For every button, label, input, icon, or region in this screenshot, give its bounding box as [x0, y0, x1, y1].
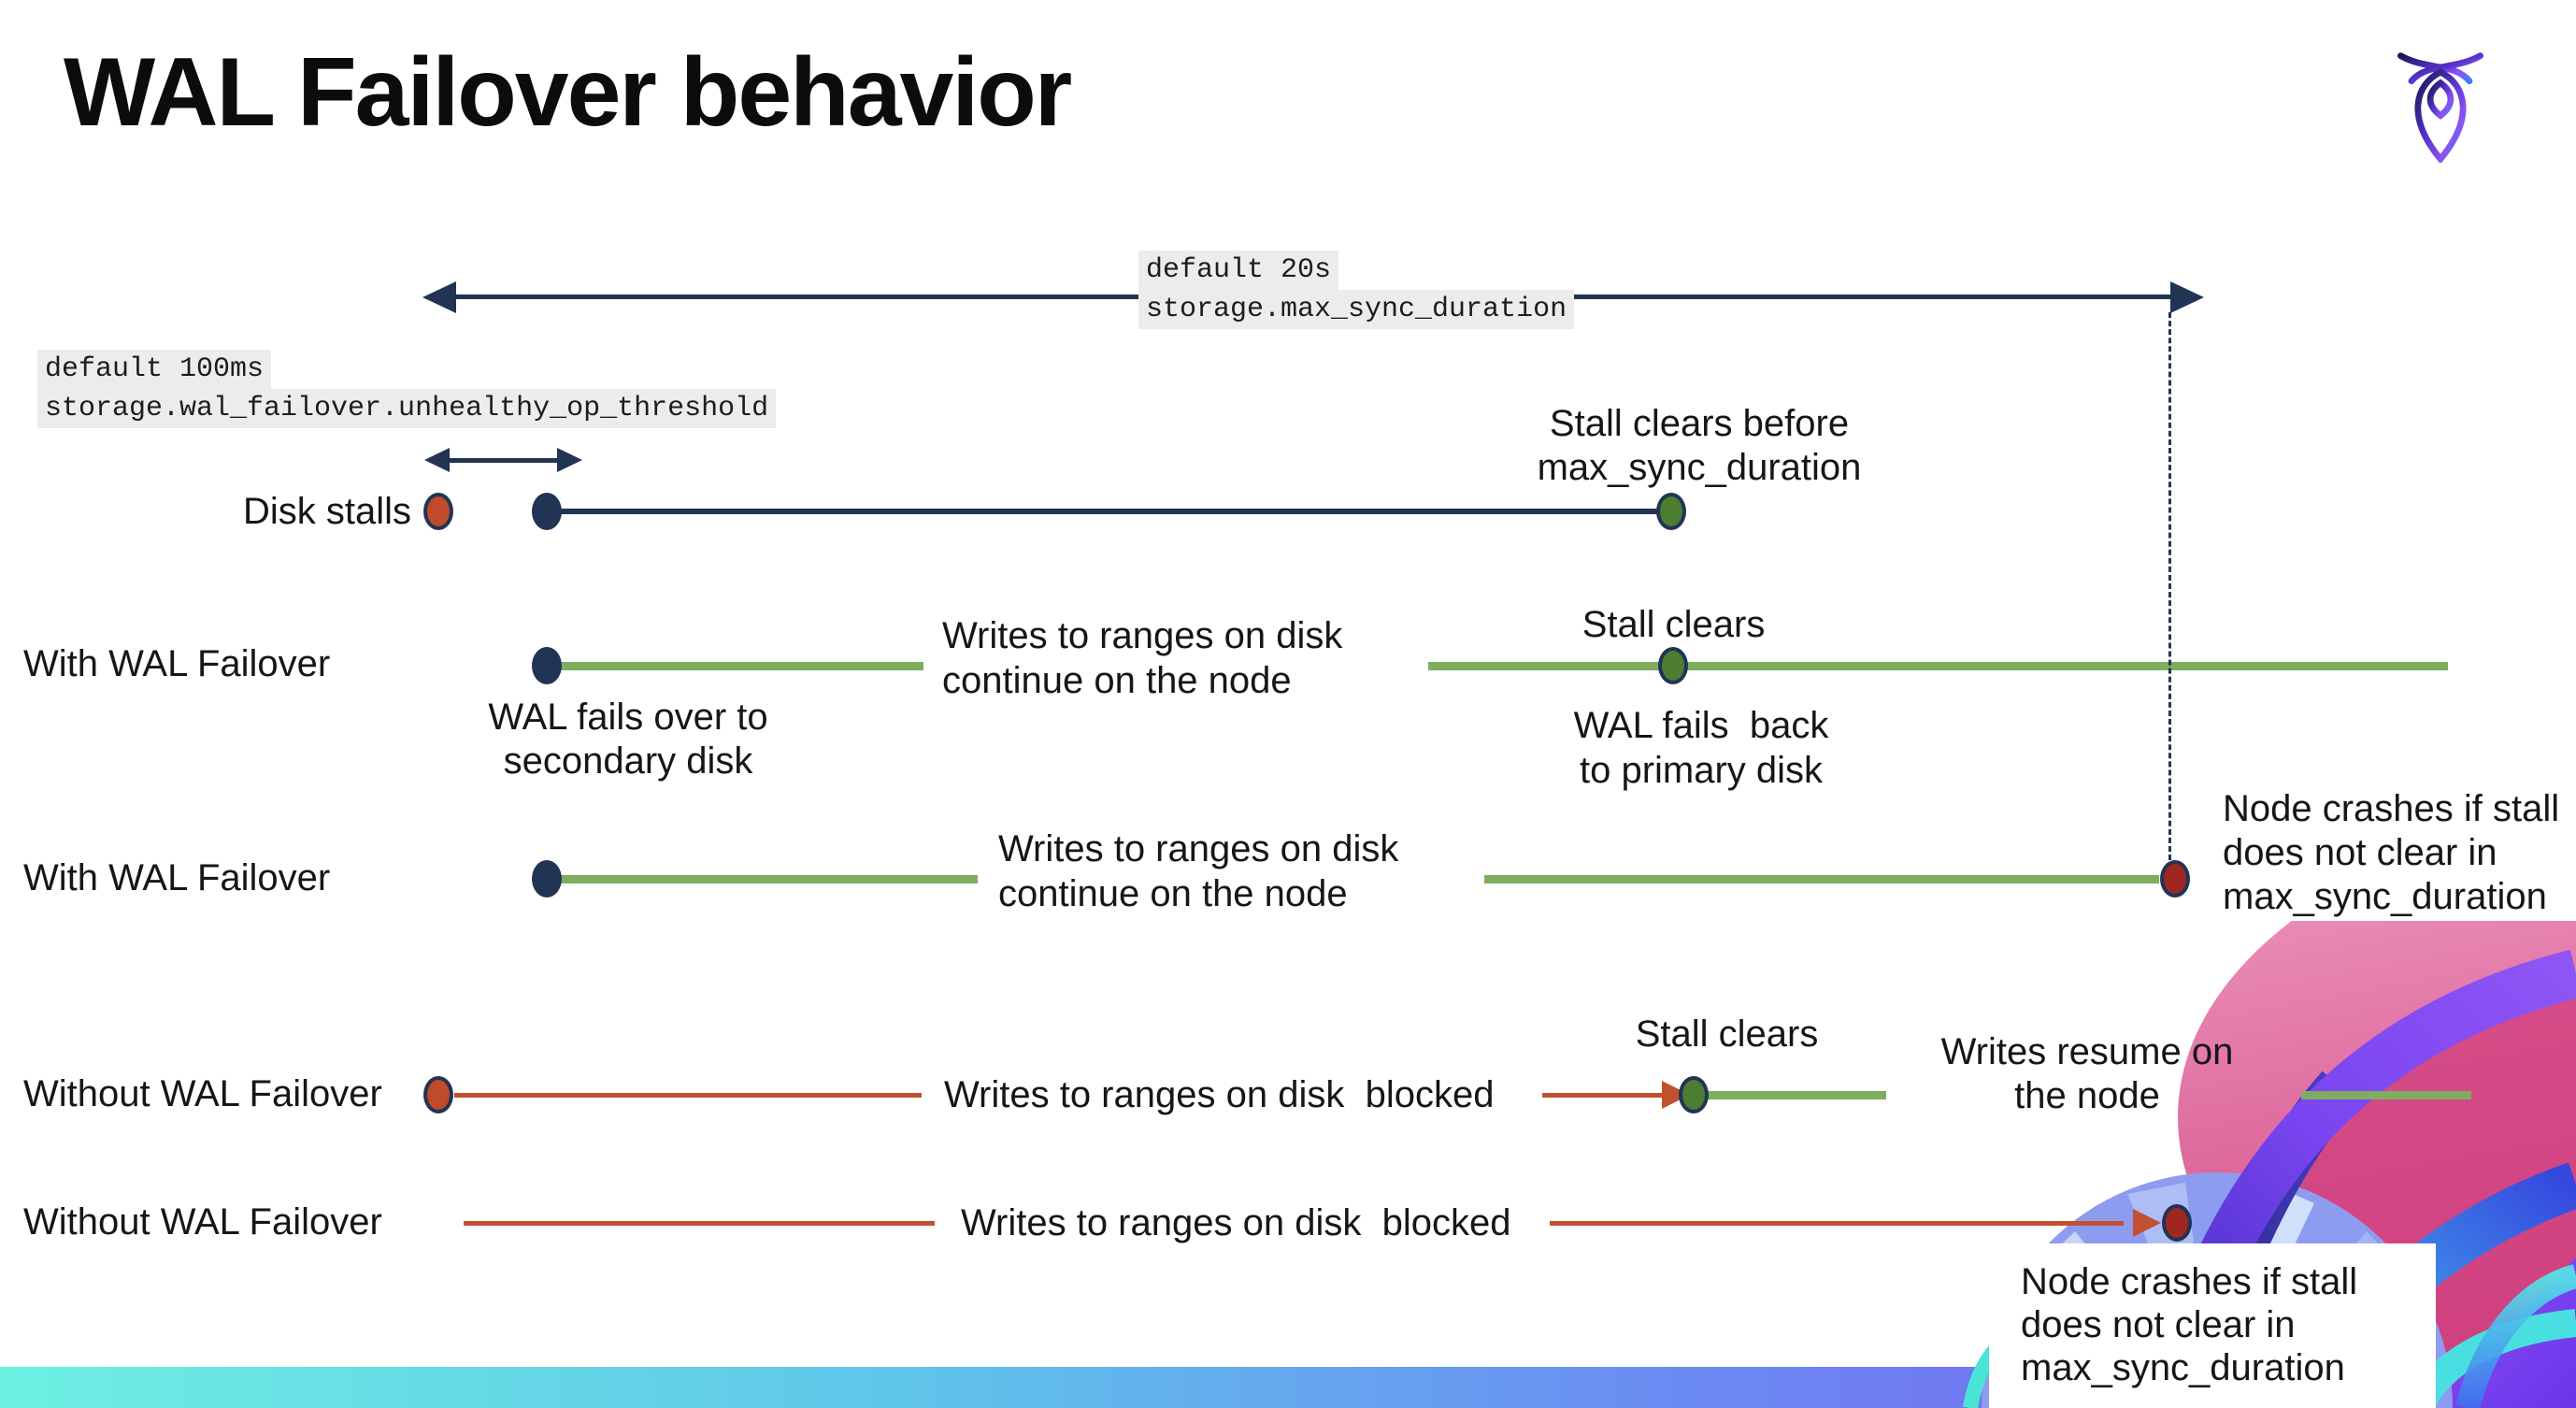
threshold-reached-dot — [532, 493, 562, 530]
row-label-disk-stalls: Disk stalls — [242, 491, 411, 532]
node-crash-dot-1 — [2160, 860, 2190, 898]
writes-continue-2-line2: continue on the node — [998, 873, 1348, 914]
writes-continue-line-2b — [1484, 875, 2159, 884]
max-sync-setting-label: storage.max_sync_duration — [1138, 290, 1575, 329]
disk-stall-timeline — [547, 509, 1671, 514]
row-label-without-wal-failover-1: Without WAL Failover — [23, 1073, 382, 1114]
max-sync-default-label: default 20s — [1138, 251, 1339, 290]
node-crashes-2-line3: max_sync_duration — [2021, 1347, 2345, 1388]
failover-dot-1 — [532, 647, 562, 684]
writes-continue-1-line1: Writes to ranges on disk — [942, 615, 1343, 656]
row-label-with-wal-failover-2: With WAL Failover — [23, 857, 331, 898]
slide-title: WAL Failover behavior — [64, 38, 1072, 147]
max-sync-deadline-dashed-line — [2168, 312, 2171, 860]
threshold-arrowhead-left-icon — [424, 448, 450, 472]
writes-blocked-annotation-2: Writes to ranges on disk blocked — [961, 1202, 1511, 1243]
node-crashes-1-line3: max_sync_duration — [2223, 876, 2547, 917]
writes-continue-line-1a — [561, 662, 923, 670]
writes-continue-line-2a — [561, 875, 978, 884]
stall-clears-before-line2: max_sync_duration — [1537, 447, 1862, 488]
writes-blocked-line-2a — [464, 1221, 935, 1226]
writes-blocked-annotation-1: Writes to ranges on disk blocked — [944, 1074, 1495, 1115]
threshold-default-label: default 100ms — [37, 350, 272, 389]
writes-blocked-line-2b — [1550, 1221, 2124, 1226]
stall-clears-annotation-3: Stall clears — [1635, 1013, 1819, 1055]
stall-clears-before-line1: Stall clears before — [1549, 403, 1850, 444]
stall-clears-dot-3 — [1679, 1076, 1709, 1113]
writes-continue-line-1b — [1428, 662, 2448, 670]
cockroach-logo-icon — [2397, 52, 2484, 163]
disk-stall-start-dot — [423, 493, 453, 530]
wal-fails-over-line2: secondary disk — [503, 740, 753, 782]
writes-resume-line1: Writes resume on — [1940, 1031, 2234, 1072]
stall-clears-dot — [1656, 493, 1686, 530]
node-crashes-2-line1: Node crashes if stall — [2021, 1261, 2358, 1302]
threshold-span-line — [443, 458, 559, 463]
failback-dot — [1658, 647, 1688, 684]
writes-resume-line2: the node — [2014, 1075, 2160, 1116]
failover-dot-2 — [532, 860, 562, 898]
wal-fails-back-line2: to primary disk — [1579, 750, 1824, 791]
row-label-with-wal-failover-1: With WAL Failover — [23, 643, 331, 684]
writes-resume-line-1a — [1707, 1091, 1886, 1099]
node-crashes-1-line1: Node crashes if stall — [2223, 788, 2560, 829]
wal-fails-over-line1: WAL fails over to — [488, 697, 768, 738]
node-crashes-2-line2: does not clear in — [2021, 1304, 2296, 1345]
node-crashes-1-line2: does not clear in — [2223, 832, 2497, 873]
writes-blocked-line-1b — [1542, 1093, 1669, 1098]
arrowhead-left-icon — [422, 281, 456, 313]
blocked-arrowhead-2-icon — [2133, 1209, 2161, 1237]
writes-blocked-line-1a — [454, 1093, 922, 1098]
stall-clears-annotation-1: Stall clears — [1581, 604, 1766, 645]
threshold-setting-label: storage.wal_failover.unhealthy_op_thresh… — [37, 389, 777, 428]
node-crash-dot-2 — [2162, 1204, 2192, 1242]
writes-continue-1-line2: continue on the node — [942, 660, 1292, 701]
writes-continue-2-line1: Writes to ranges on disk — [998, 828, 1399, 869]
threshold-arrowhead-right-icon — [557, 448, 582, 472]
node-crashes-callout-box — [1989, 1243, 2436, 1408]
writes-resume-line-1b — [2301, 1091, 2471, 1099]
arrowhead-right-icon — [2170, 281, 2204, 313]
wal-fails-back-line1: WAL fails back — [1573, 705, 1829, 746]
disk-stall-dot-3 — [423, 1076, 453, 1113]
row-label-without-wal-failover-2: Without WAL Failover — [23, 1201, 382, 1243]
